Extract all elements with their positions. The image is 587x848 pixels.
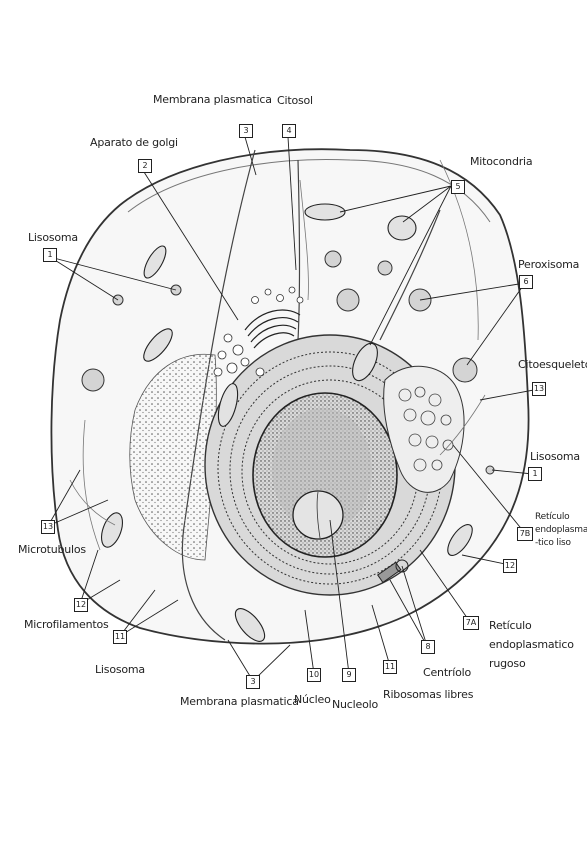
number-box-7a: 7A <box>463 616 479 630</box>
label-golgi: Aparato de golgi <box>90 136 178 149</box>
nucleolus <box>292 490 344 540</box>
label-ribosomas: Ribosomas libres <box>383 688 474 701</box>
label-microtubulos: Microtubulos <box>18 543 86 556</box>
number-box-10: 10 <box>307 668 321 682</box>
label-reticulo-liso-3: -tico liso <box>535 538 571 548</box>
label-membrana-bottom: Membrana plasmatica <box>180 695 299 708</box>
number-box-2: 2 <box>138 159 152 173</box>
cutaway-edge-right <box>297 159 301 341</box>
cytoskeleton <box>69 159 486 551</box>
label-reticulo-liso-2: endoplasma <box>535 525 587 535</box>
number-box-11-left: 11 <box>113 630 127 644</box>
number-box-1-left: 1 <box>43 248 57 262</box>
number-box-3-bottom: 3 <box>246 675 260 689</box>
number-box-4: 4 <box>282 124 296 138</box>
cytoplasm-stipple <box>129 353 217 561</box>
label-reticulo-rugoso-1: Retículo <box>489 619 532 632</box>
number-box-7b: 7B <box>517 527 533 541</box>
label-peroxisoma: Peroxisoma <box>518 258 580 271</box>
label-reticulo-rugoso-2: endoplasmatico <box>489 638 574 651</box>
number-box-11-right: 11 <box>383 660 397 674</box>
number-box-13-left: 13 <box>41 520 55 534</box>
number-box-5: 5 <box>451 180 465 194</box>
label-membrana-top: Membrana plasmatica <box>153 93 272 106</box>
number-box-13-right: 13 <box>532 382 546 396</box>
label-lisosoma-right: Lisosoma <box>530 450 580 463</box>
label-lisosoma-left: Lisosoma <box>28 231 78 244</box>
number-box-12-right: 12 <box>503 559 517 573</box>
number-box-12-left: 12 <box>74 598 88 612</box>
label-centriolo: Centríolo <box>423 666 472 679</box>
cutaway-edge-diag <box>379 209 441 341</box>
label-citoesqueleto: Citoesqueleto <box>518 358 587 371</box>
golgi-apparatus <box>244 309 301 349</box>
smooth-er <box>383 365 465 493</box>
label-reticulo-liso-1: Retículo <box>535 512 570 522</box>
number-box-6: 6 <box>519 275 533 289</box>
label-nucleo: Núcleo <box>294 693 331 706</box>
number-box-9: 9 <box>342 668 356 682</box>
label-mitocondria: Mitocondria <box>470 155 533 168</box>
label-citosol: Citosol <box>277 94 313 107</box>
label-lisosoma-bottom: Lisosoma <box>95 663 145 676</box>
number-box-1-right: 1 <box>528 467 542 481</box>
centriole <box>376 559 409 584</box>
number-box-8: 8 <box>421 640 435 654</box>
label-reticulo-rugoso-3: rugoso <box>489 657 526 670</box>
label-microfilamentos: Microfilamentos <box>24 618 109 631</box>
number-box-3-top: 3 <box>239 124 253 138</box>
mitochondria <box>100 203 473 642</box>
label-nucleolo: Nucleolo <box>332 698 378 711</box>
leader-lines <box>47 136 540 682</box>
